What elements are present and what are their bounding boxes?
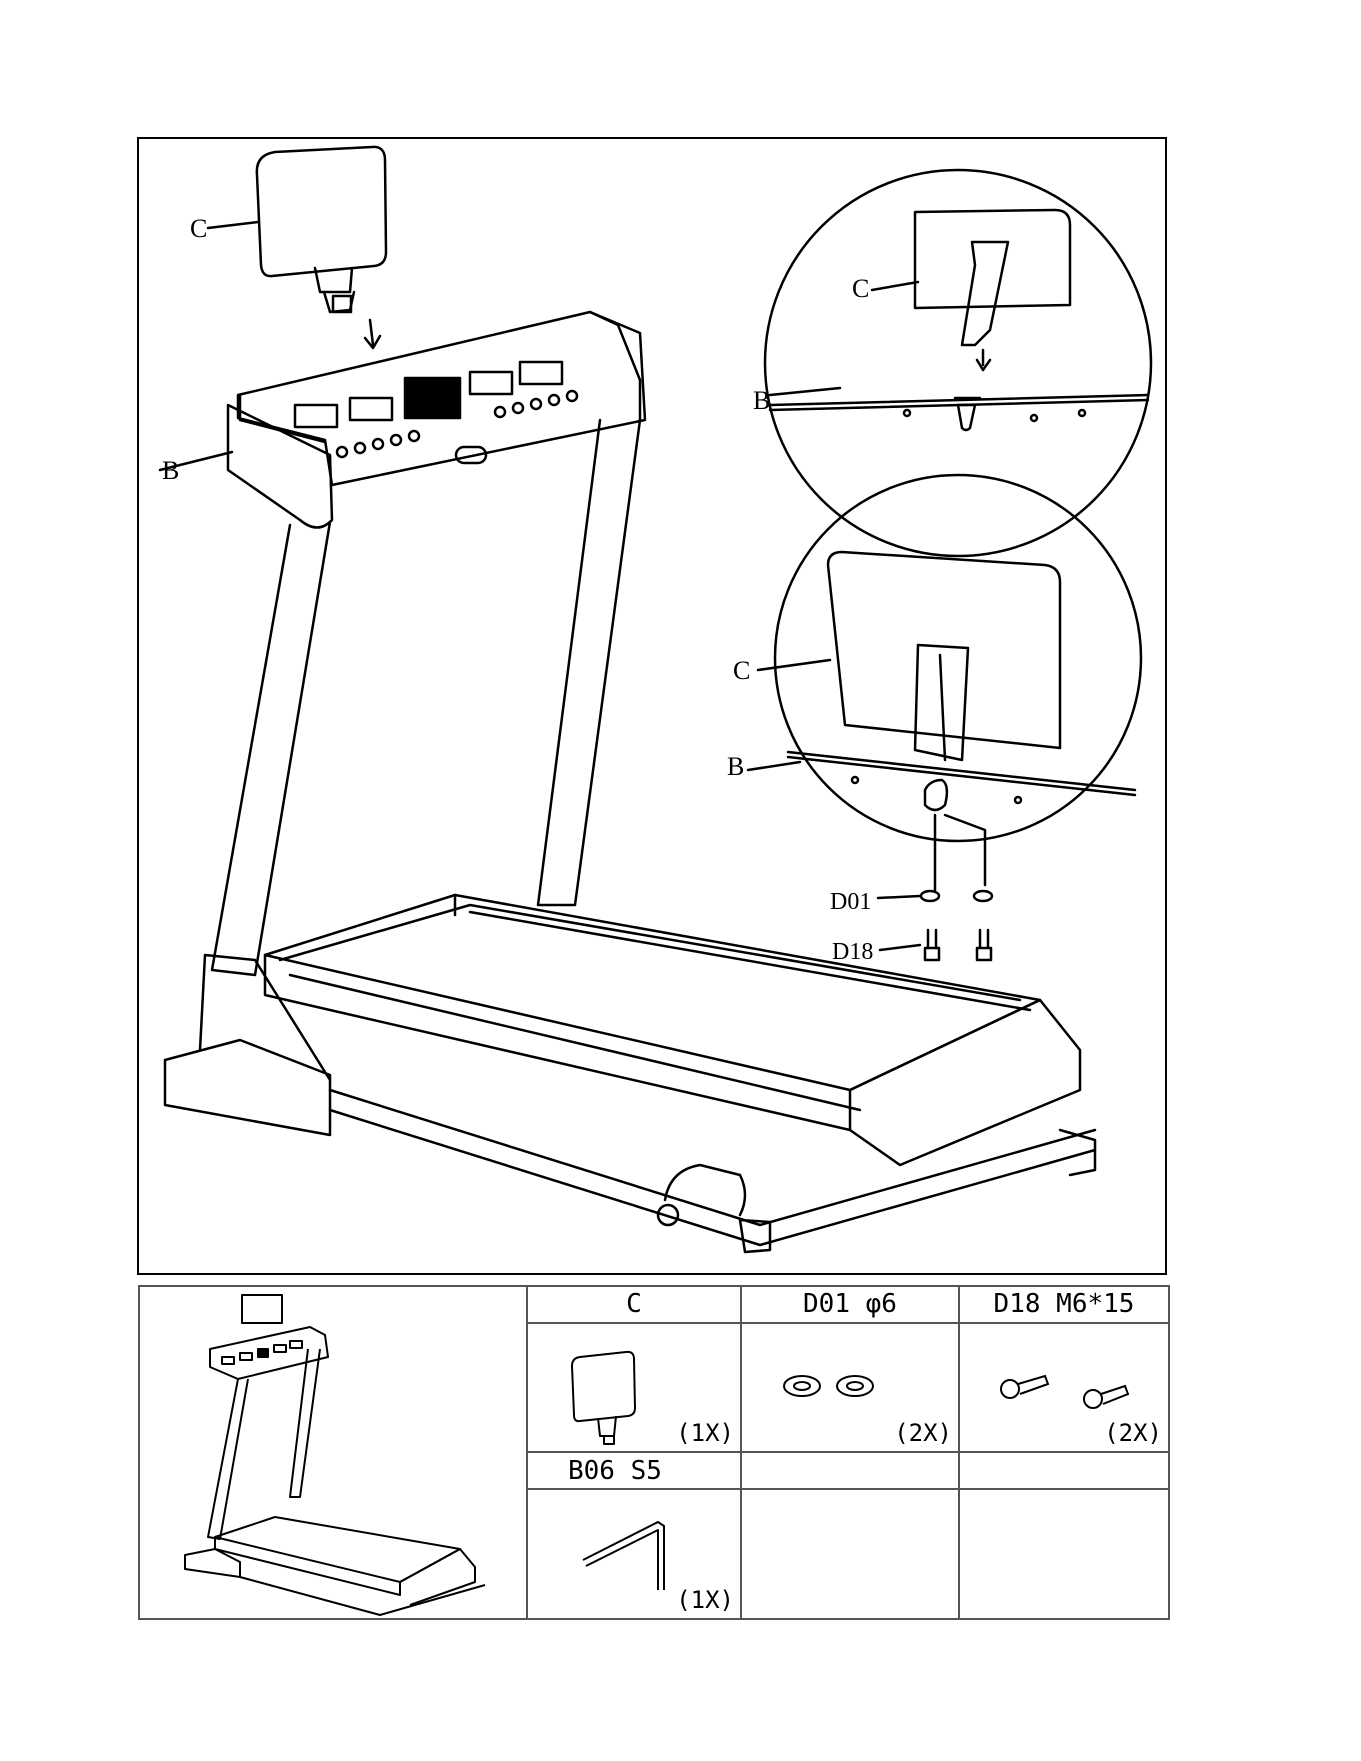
- callout-line-d01: [878, 896, 920, 898]
- header-part-c: C: [527, 1286, 741, 1323]
- bolts-d18: [925, 930, 991, 960]
- qty-part-c: (1X): [676, 1419, 734, 1447]
- cell-part-d18: (2X): [959, 1323, 1169, 1453]
- treadmill-base: [165, 955, 1095, 1252]
- qty-part-d01: (2X): [894, 1419, 952, 1447]
- cell-part-b06: (1X): [527, 1489, 741, 1619]
- callout-line-b-detail2: [748, 762, 800, 770]
- parts-list-table: C D01 φ6 D18 M6*15 (1X) (2X) (2X): [138, 1285, 1170, 1620]
- label-b-detail2: B: [727, 754, 744, 780]
- qty-part-b06: (1X): [676, 1586, 734, 1614]
- console-holder-part: [257, 147, 386, 312]
- detail-circle-bottom: [775, 475, 1141, 890]
- treadmill-deck: [265, 895, 1080, 1165]
- header-part-d01: D01 φ6: [741, 1286, 959, 1323]
- callout-line-c: [208, 222, 258, 228]
- treadmill-assembly-drawing: [0, 0, 1361, 1280]
- cell-part-d01: (2X): [741, 1323, 959, 1453]
- cell-part-c: (1X): [527, 1323, 741, 1453]
- console-unit: [228, 312, 645, 528]
- callout-line-b-detail1: [770, 388, 840, 395]
- overview-thumbnail-cell: [139, 1286, 527, 1619]
- callout-line-d18: [880, 945, 920, 950]
- label-d01: D01: [830, 890, 871, 914]
- overview-thumbnail: [140, 1287, 528, 1622]
- qty-part-d18: (2X): [1104, 1419, 1162, 1447]
- down-arrow: [370, 320, 373, 345]
- empty-header-cell-1: [741, 1452, 959, 1489]
- header-part-d18: D18 M6*15: [959, 1286, 1169, 1323]
- washers-d01: [921, 891, 992, 901]
- header-part-b06: B06 S5: [527, 1452, 741, 1489]
- right-upright: [538, 420, 640, 905]
- label-b-main: B: [162, 458, 179, 484]
- empty-header-cell-2: [959, 1452, 1169, 1489]
- callout-line-c-detail1: [872, 282, 918, 290]
- label-c-main: C: [190, 216, 207, 242]
- empty-cell-1: [741, 1489, 959, 1619]
- left-upright: [212, 522, 330, 975]
- callout-line-c-detail2: [758, 660, 830, 670]
- empty-cell-2: [959, 1489, 1169, 1619]
- detail-circle-top: [765, 170, 1151, 556]
- label-d18: D18: [832, 940, 873, 964]
- label-c-detail1: C: [852, 276, 869, 302]
- label-c-detail2: C: [733, 658, 750, 684]
- label-b-detail1: B: [753, 388, 770, 414]
